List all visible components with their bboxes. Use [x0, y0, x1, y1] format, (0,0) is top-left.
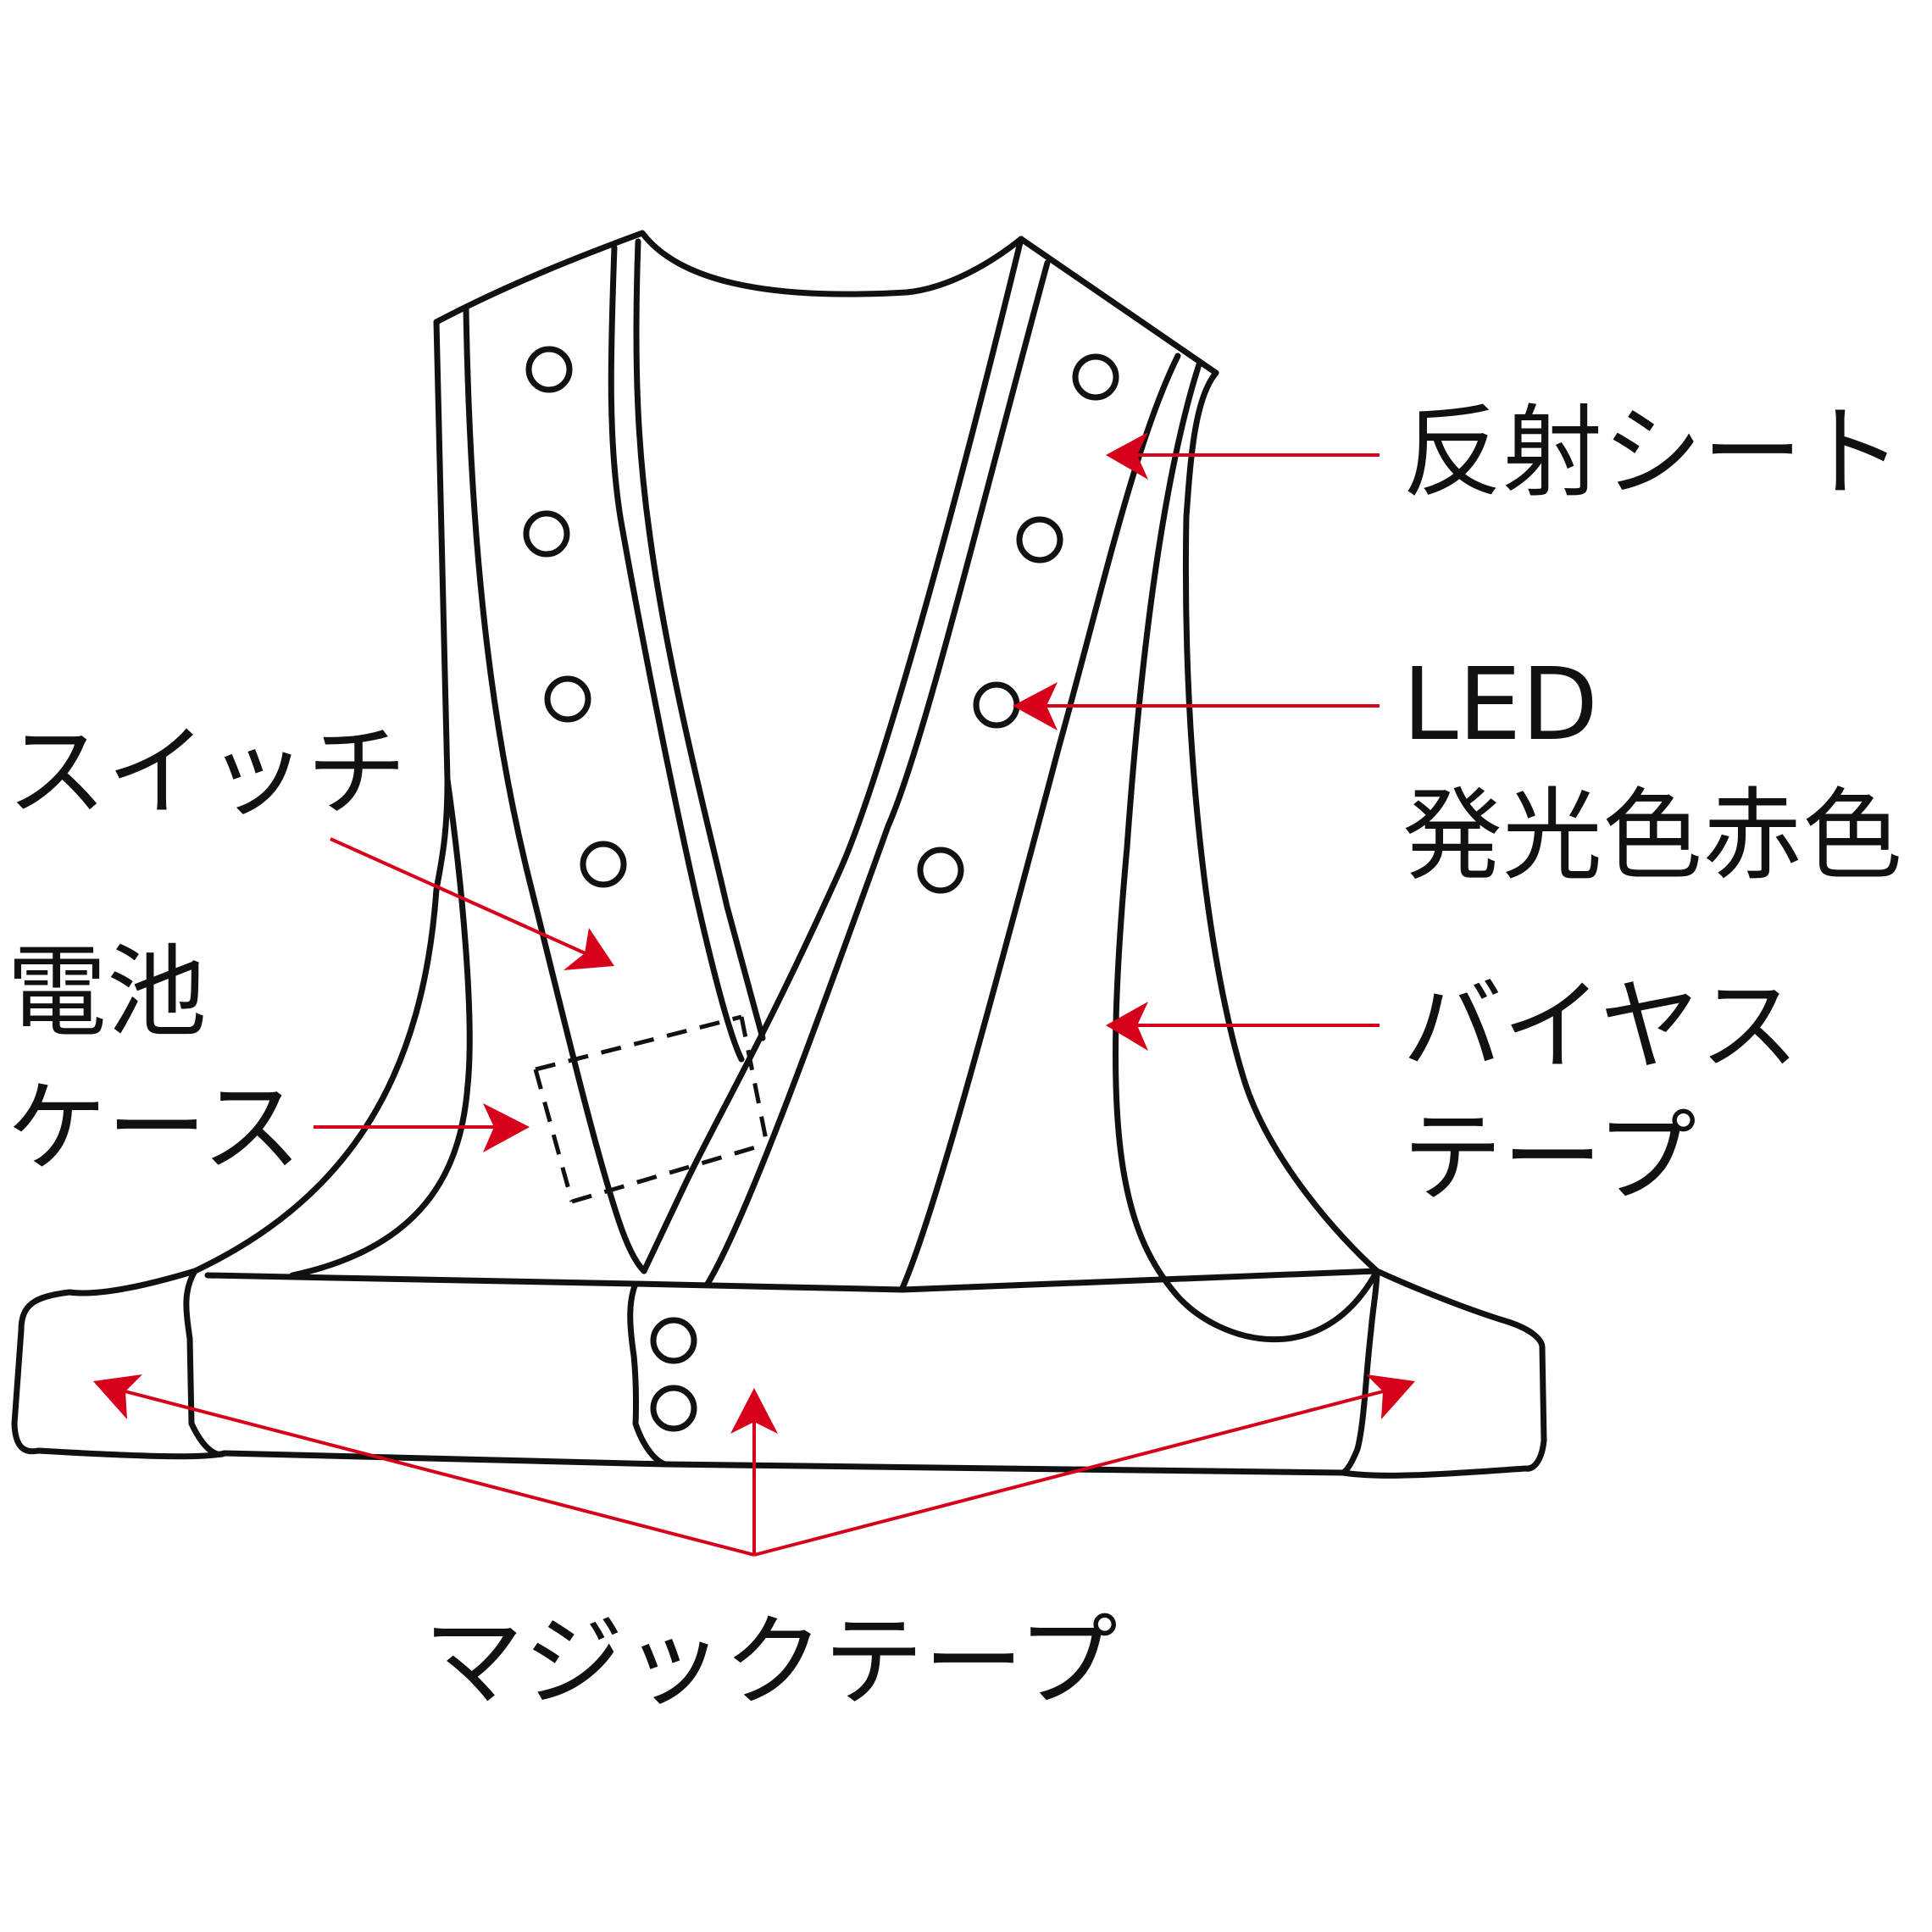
label-led-line2: 発光色赤色	[1402, 777, 1903, 894]
arrowhead-bias-tape	[1106, 1002, 1148, 1051]
arrowhead-reflective-sheet	[1106, 432, 1148, 480]
leader-line-magic-tape-right	[753, 1388, 1391, 1557]
leader-lines	[93, 432, 1415, 1557]
vest-outline	[11, 230, 1547, 1479]
label-bias-tape-line1: バイヤス	[1402, 968, 1800, 1085]
led-light	[917, 847, 964, 894]
label-battery-case-line1: 電池	[7, 934, 208, 1051]
led-light	[525, 346, 573, 393]
arrowhead-magic-tape-center	[730, 1388, 778, 1434]
arrowhead-battery-case	[483, 1103, 530, 1152]
leader-line-magic-tape-left	[118, 1388, 755, 1557]
arrowhead-switch	[564, 928, 614, 970]
label-bias-tape-line2: テープ	[1402, 1099, 1696, 1216]
arrowhead-magic-tape-right	[1366, 1374, 1415, 1419]
led-lights	[523, 346, 1119, 1432]
battery-case-dashed-outline	[533, 1014, 769, 1204]
label-switch: スイッチ	[7, 713, 408, 830]
leader-line-switch	[330, 837, 590, 957]
label-magic-tape: マジックテープ	[424, 1603, 1118, 1720]
label-led-line1: LED	[1402, 646, 1599, 763]
led-light	[580, 841, 627, 888]
led-light	[523, 510, 570, 558]
label-battery-case-line2: ケース	[7, 1069, 303, 1186]
led-light	[544, 675, 591, 723]
led-light	[973, 681, 1020, 729]
led-light	[1016, 516, 1063, 564]
arrowhead-magic-tape-left	[93, 1374, 142, 1419]
led-light	[650, 1317, 697, 1364]
led-light	[650, 1385, 697, 1432]
led-light	[1072, 353, 1119, 401]
arrowhead-led	[1013, 682, 1058, 730]
label-reflective-sheet: 反射シート	[1402, 394, 1903, 511]
